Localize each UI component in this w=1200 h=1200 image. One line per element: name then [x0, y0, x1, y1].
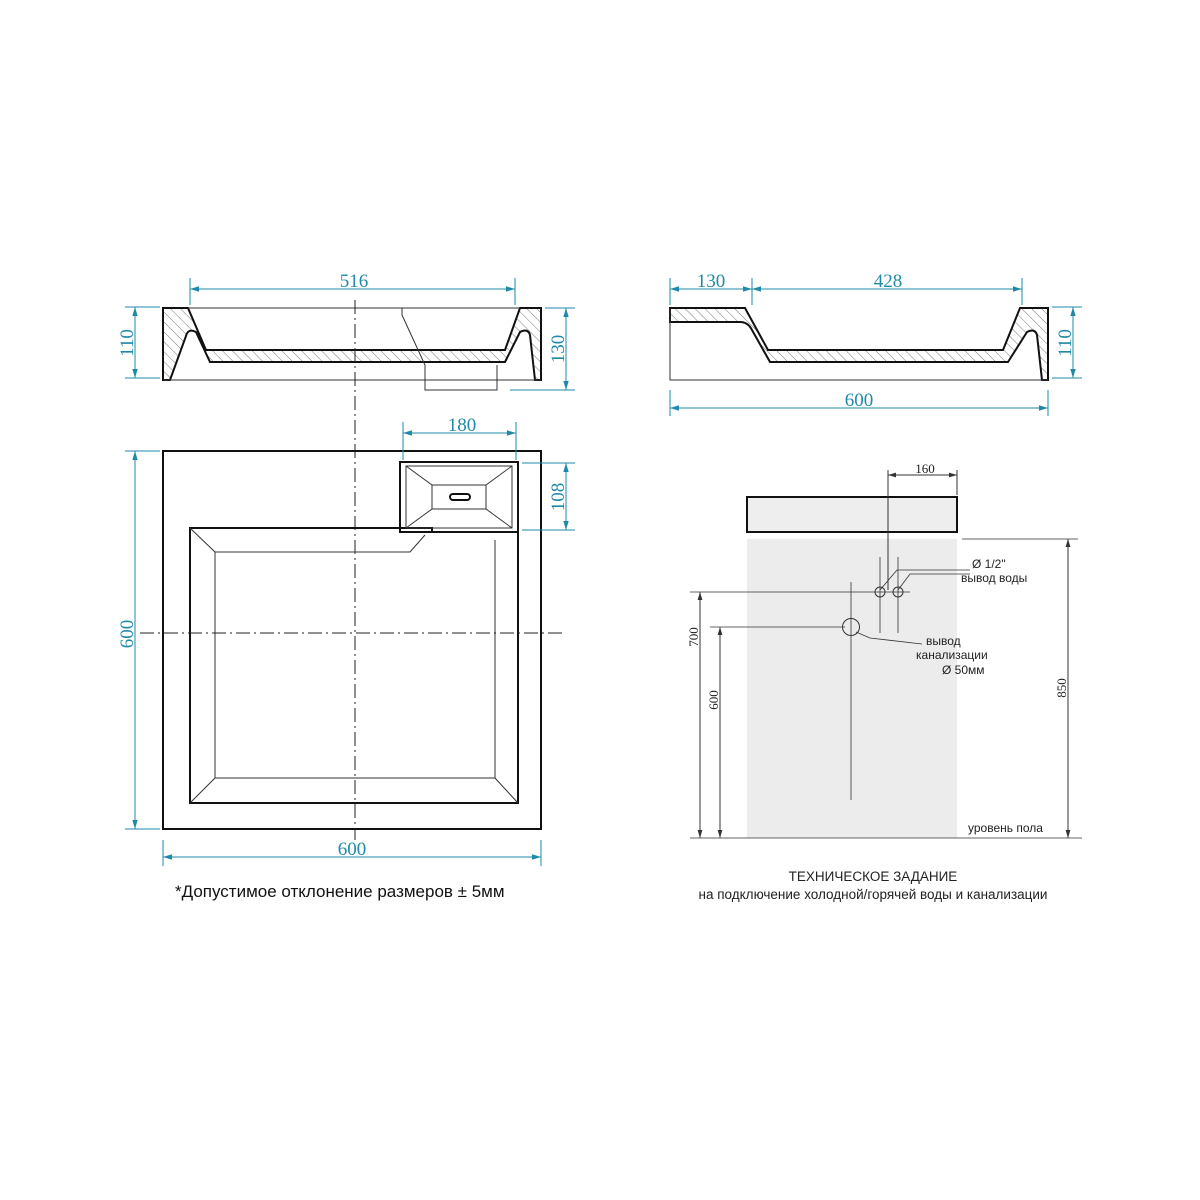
installation-scheme: 160 Ø 1/2" вывод воды вывод канализации …: [686, 461, 1082, 902]
dim-600-right: 600: [845, 390, 874, 411]
dim-110-left: 110: [117, 329, 138, 357]
dim-130: 130: [548, 335, 569, 364]
scheme-title: ТЕХНИЧЕСКОЕ ЗАДАНИЕ: [789, 869, 958, 884]
dim-180: 180: [448, 415, 477, 436]
scheme-subtitle: на подключение холодной/горячей воды и к…: [699, 887, 1048, 902]
dim-130-right: 130: [697, 271, 726, 292]
floor-level-label: уровень пола: [968, 821, 1043, 835]
dim-850: 850: [1054, 678, 1069, 698]
water-outlet-label: вывод воды: [961, 571, 1027, 585]
water-outlet-size: Ø 1/2": [972, 557, 1006, 571]
dim-600-drain: 600: [706, 690, 721, 710]
cabinet-area: [747, 539, 957, 838]
top-view: 180 108 600 600 *Допустимое отклонение р…: [117, 415, 575, 901]
drain-label-2: канализации: [916, 648, 988, 662]
dim-428: 428: [874, 271, 903, 292]
left-section-view: 516 110 130: [117, 271, 575, 840]
drain-size: Ø 50мм: [942, 663, 985, 677]
dim-700: 700: [686, 627, 701, 647]
countertop: [746, 496, 958, 533]
dim-110-right: 110: [1055, 329, 1076, 357]
dim-108: 108: [548, 483, 569, 512]
dim-600-width: 600: [338, 839, 367, 860]
dim-516: 516: [340, 271, 369, 292]
tolerance-note: *Допустимое отклонение размеров ± 5мм: [175, 882, 505, 901]
dim-600-height: 600: [117, 620, 138, 649]
drain-label-1: вывод: [926, 634, 961, 648]
dim-160: 160: [915, 461, 935, 476]
right-section-view: 130 428 600 110: [669, 271, 1082, 416]
